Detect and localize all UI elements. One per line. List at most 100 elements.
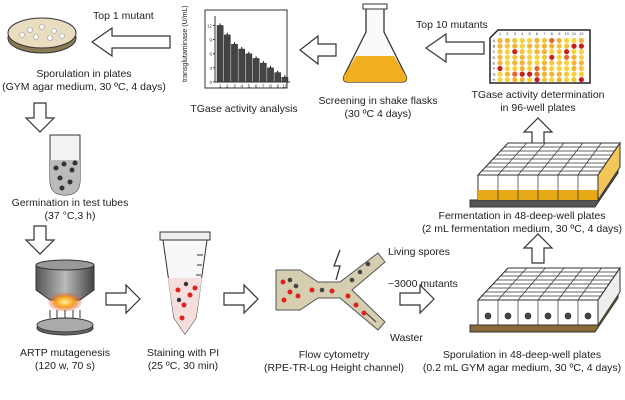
well (571, 49, 577, 55)
petri-dish-icon (7, 17, 77, 54)
arrow-left-analysis (299, 34, 337, 66)
well (512, 71, 518, 77)
well (549, 49, 555, 55)
well (504, 37, 510, 44)
column-label: 6 (536, 31, 539, 36)
well (541, 37, 548, 44)
well (519, 60, 525, 66)
well (556, 54, 562, 60)
step-title: Flow cytometry (298, 349, 370, 361)
column-label: 1 (499, 31, 502, 36)
deep-well-plate-fermentation-icon (469, 141, 621, 208)
well (497, 43, 503, 49)
well (527, 49, 533, 55)
label-flow: Flow cytometry(RPE-TR-Log Height channel… (264, 349, 404, 375)
well (504, 77, 510, 83)
well (541, 60, 548, 66)
well (564, 71, 570, 77)
x-tick-label: 2 (226, 84, 229, 89)
well (497, 54, 503, 60)
well (497, 49, 503, 55)
y-tick-label: 3 (209, 66, 212, 71)
step-detail: (37 °C,3 h) (44, 210, 96, 222)
bar (238, 48, 246, 83)
flow-cytometry-channel-icon (275, 249, 386, 331)
well (571, 43, 577, 49)
well (549, 65, 555, 72)
row-label: D (493, 55, 496, 60)
well (549, 60, 555, 66)
flow-arrows (24, 26, 554, 315)
y-tick-label: 9 (209, 38, 212, 43)
spore (524, 312, 532, 320)
well (497, 37, 503, 44)
well (504, 54, 510, 60)
step-detail: (2 mL fermentation medium, 30 ºC, 4 days… (421, 223, 623, 235)
row-label: H (493, 77, 496, 82)
well (564, 43, 570, 49)
well (534, 71, 540, 77)
well (497, 77, 503, 83)
well (571, 60, 577, 66)
well (556, 43, 562, 49)
bar (252, 58, 260, 83)
well (512, 65, 518, 72)
label-sporulation-48: Sporulation in 48-deep-well plates(0.2 m… (423, 349, 621, 375)
bar (231, 44, 238, 83)
x-tick-label: 4 (240, 84, 243, 89)
bar (267, 67, 274, 83)
well (549, 71, 555, 77)
step-title: Sporulation in 48-deep-well plates (442, 349, 602, 361)
arrow-down-1 (24, 102, 56, 133)
column-label: 11 (572, 31, 577, 36)
well (519, 49, 525, 55)
label-fermentation: Fermentation in 48-deep-well plates(2 mL… (422, 210, 622, 236)
well (504, 49, 510, 55)
column-label: 8 (551, 31, 554, 36)
well (578, 49, 585, 55)
well (527, 37, 533, 44)
well (534, 49, 540, 55)
shake-flask-icon (342, 3, 408, 83)
arrow-right-2 (223, 283, 259, 315)
bar (223, 34, 231, 83)
well (512, 77, 518, 83)
x-tick-label: 6 (255, 84, 258, 89)
label-screening: Screening in shake flasks(30 ºC 4 days) (318, 95, 437, 121)
column-label: 12 (579, 31, 584, 36)
column-label: 7 (543, 31, 546, 36)
row-label: G (492, 72, 495, 77)
well (564, 54, 570, 60)
step-detail: (RPE-TR-Log Height channel) (263, 362, 405, 374)
step-title: Sporulation in plates (36, 68, 132, 80)
arrow-up-1 (522, 233, 554, 264)
step-title: Staining with PI (146, 347, 220, 359)
column-label: 3 (514, 31, 517, 36)
well (512, 60, 518, 66)
x-tick-label: 8 (269, 84, 272, 89)
arrow-down-2 (24, 225, 56, 255)
row-label: F (493, 66, 496, 71)
label-living-spores: Living spores (388, 246, 450, 258)
well (527, 71, 533, 77)
well (534, 60, 540, 66)
deep-well-plate-sporulation-icon (469, 266, 621, 333)
well (556, 37, 562, 44)
spore (484, 312, 492, 320)
well (578, 60, 585, 66)
well (541, 49, 548, 55)
well (556, 65, 562, 72)
well (534, 43, 540, 49)
step-title: Screening in shake flasks (318, 95, 438, 107)
label-3000-mutants: ~3000 mutants (388, 278, 458, 290)
well (578, 43, 585, 49)
row-label: C (493, 49, 496, 54)
well (497, 71, 503, 77)
bar (274, 72, 282, 83)
well (578, 77, 585, 83)
well (497, 65, 503, 72)
well (527, 54, 533, 60)
spore (584, 312, 592, 320)
